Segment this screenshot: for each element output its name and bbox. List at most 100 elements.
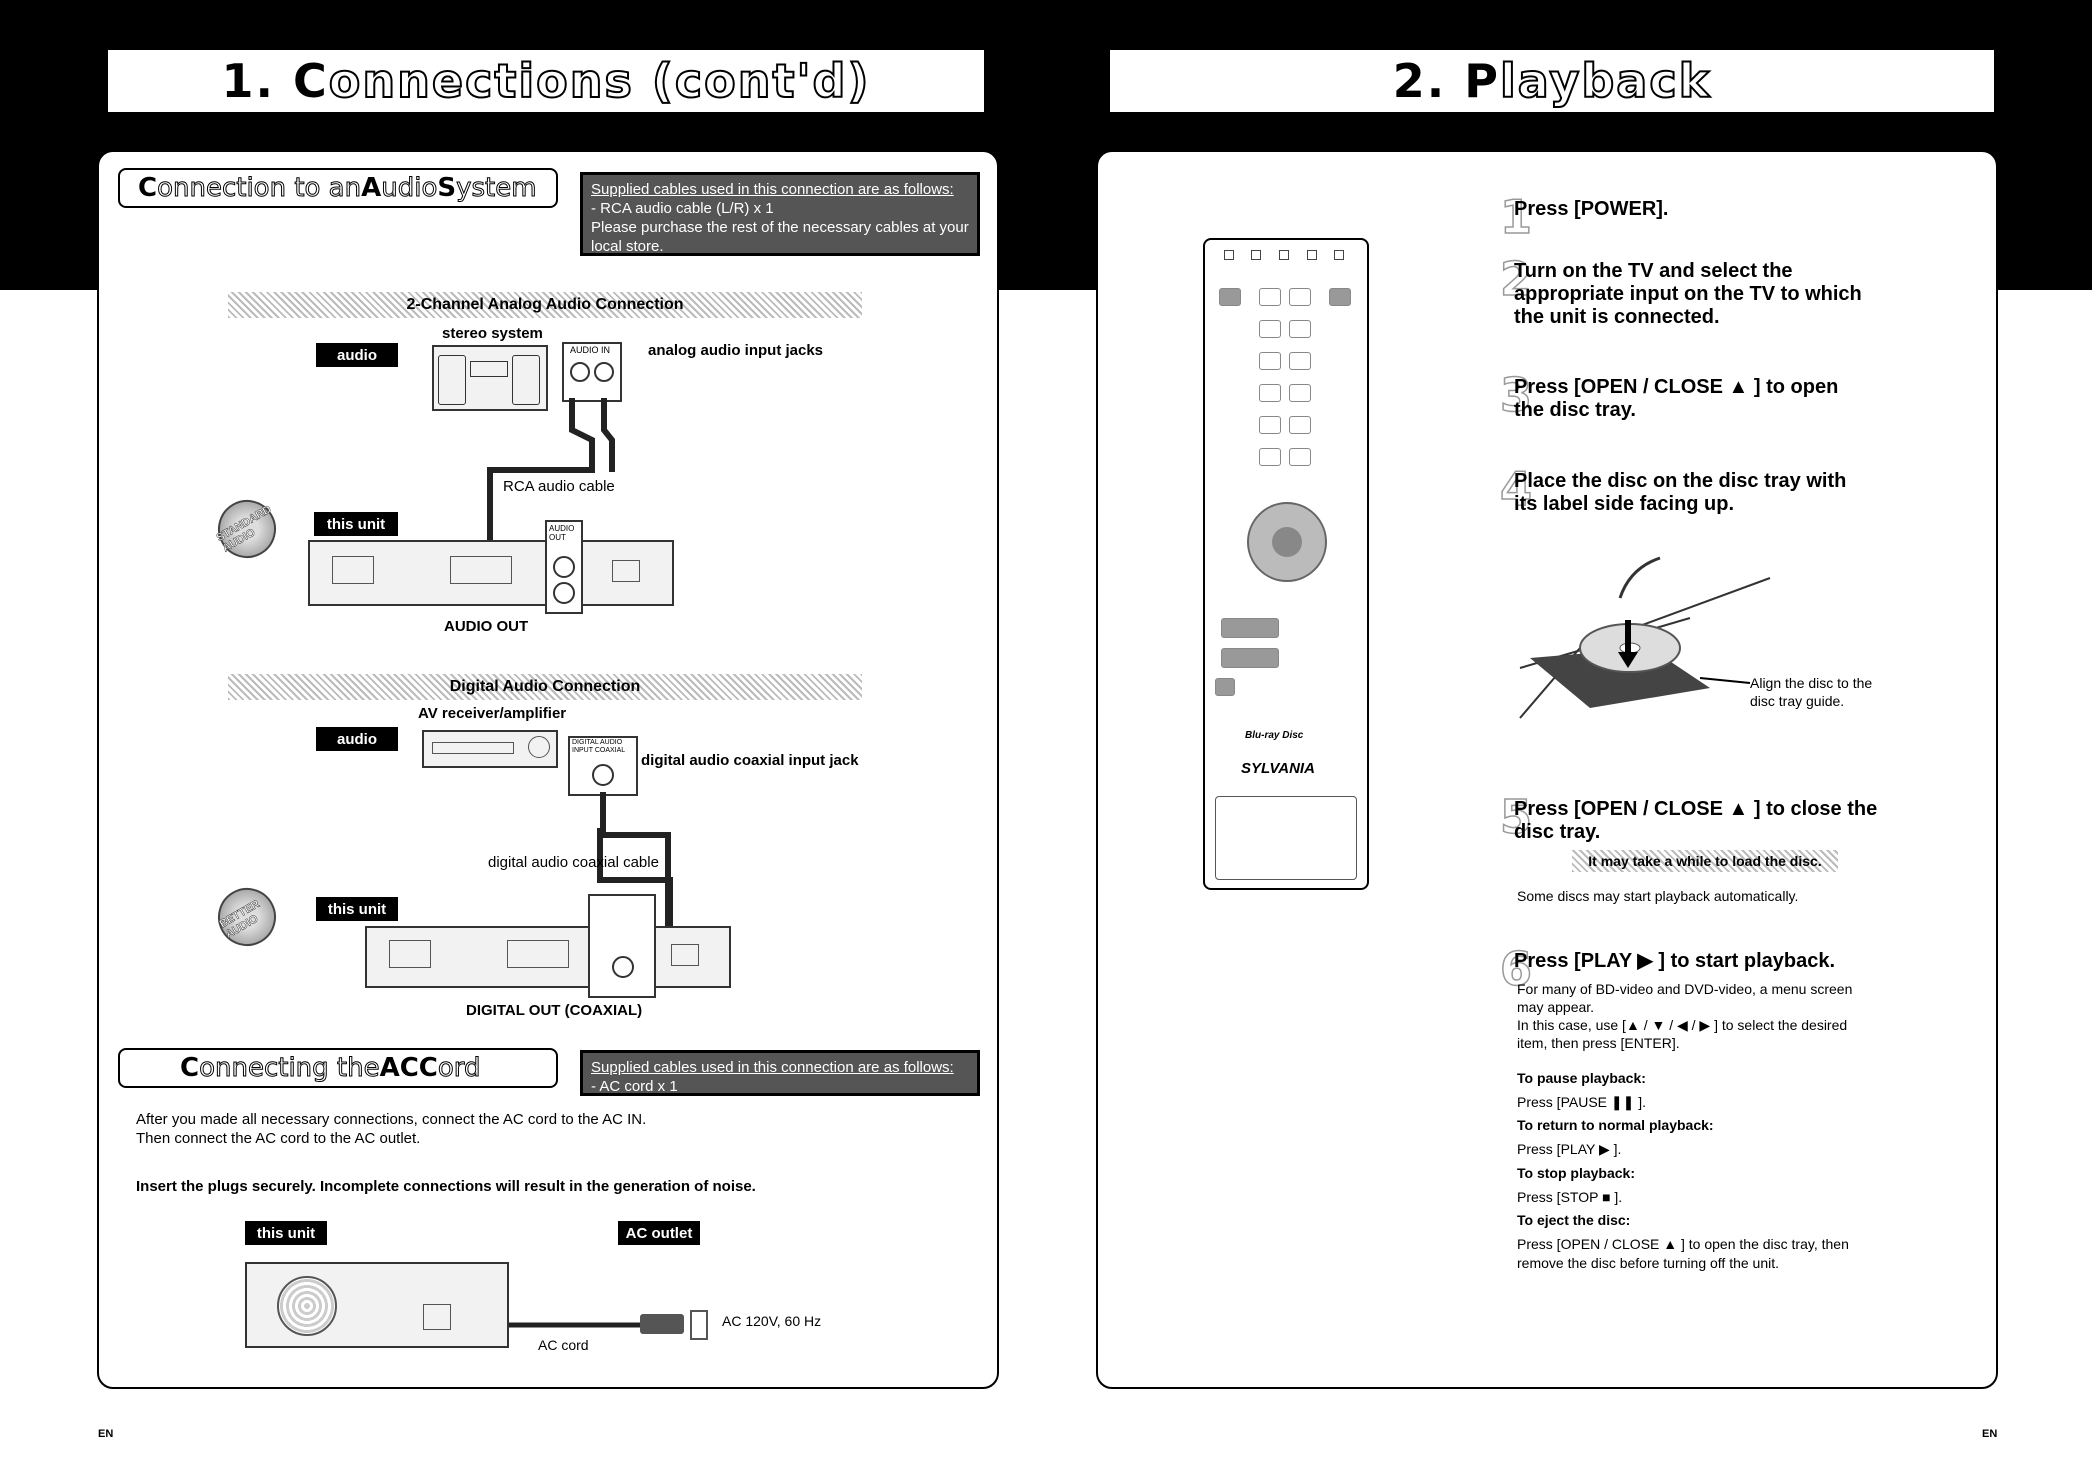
note-line: - RCA audio cable (L/R) x 1 [591,200,774,217]
ac-cord-label: AC cord [538,1337,589,1353]
step-3: 3 Press [OPEN / CLOSE ▲ ] to open the di… [1499,367,1980,426]
bar-text: 2-Channel Analog Audio Connection [406,296,684,313]
digital-connection-bar: Digital Audio Connection [228,674,862,700]
note-line: Supplied cables used in this connection … [591,181,954,198]
stereo-system-label: stereo system [442,325,543,342]
auto-note: Some discs may start playback automatica… [1517,888,1799,904]
remote-stop-button [1221,648,1279,668]
note-line: Please purchase the rest of the necessar… [591,219,969,236]
left-title-rest: onnections (cont'd) [328,53,871,109]
remote-button [1289,448,1311,466]
remote-button [1259,448,1281,466]
remote-play-button [1221,618,1279,638]
load-note-bar: It may take a while to load the disc. [1572,850,1838,872]
load-note-text: It may take a while to load the disc. [1588,853,1822,869]
analog-input-jacks-label: analog audio input jacks [648,342,824,359]
digital-input-jack-label: digital audio coaxial input jack [641,752,859,769]
step-line: Place the disc on the disc tray with [1514,470,1847,492]
tip-text: Press [PLAY ▶ ]. [1517,1141,1622,1158]
ac-warning: Insert the plugs securely. Incomplete co… [136,1178,756,1195]
remote-button [1259,288,1281,306]
step-4: 4 Place the disc on the disc tray with i… [1499,461,1980,520]
step-line: the unit is connected. [1514,306,1720,328]
menu-line: For many of BD-video and DVD-video, a me… [1517,981,1853,997]
tip-title: To return to normal playback: [1517,1117,1714,1134]
menu-note: For many of BD-video and DVD-video, a me… [1517,980,1852,1052]
av-receiver-label: AV receiver/amplifier [418,705,567,722]
align-note: Align the disc to the disc tray guide. [1750,674,1872,710]
ac-instructions: After you made all necessary connections… [136,1110,646,1148]
right-title-rest: layback [1499,53,1712,109]
audio-tag-digital: audio [316,727,398,751]
step-line: Press [POWER]. [1514,198,1669,220]
unit-rear-analog [308,540,674,606]
tip-text: Press [STOP ■ ]. [1517,1188,1623,1205]
step-6: 6 Press [PLAY ▶ ] to start playback. [1499,941,1980,997]
step-number: 1 [1499,189,1533,245]
unit-rear-digital [365,926,731,988]
heading-part: ord [437,1053,481,1084]
remote-button [1259,384,1281,402]
badge-text: BETTER AUDIO [217,898,262,941]
coax-in-label: DIGITAL AUDIO INPUT COAXIAL [572,739,626,754]
remote-bluray-logo: Blu-ray Disc [1245,730,1304,741]
digital-out-label: DIGITAL OUT (COAXIAL) [466,1002,643,1019]
heading-cap: AC [379,1053,419,1083]
audio-in-label: AUDIO IN [570,345,611,355]
step-text: Press [POWER]. [1514,198,1668,221]
step-line: Press [OPEN / CLOSE ▲ ] to close the [1514,798,1878,820]
align-line: Align the disc to the [1750,675,1873,691]
remote-button [1259,352,1281,370]
disc-tray-illustration [1519,556,1771,719]
this-unit-tag-digital: this unit [316,897,398,921]
remote-led [1278,250,1289,260]
ac-plug-icon [640,1314,684,1334]
step-line: its label side facing up. [1514,493,1735,515]
right-footer: EN [1982,1428,1998,1440]
step-line: appropriate input on the TV to which [1514,283,1862,305]
audio-in-jack-panel: AUDIO IN [562,342,622,402]
heading-cap: C [418,1053,438,1083]
analog-connection-bar: 2-Channel Analog Audio Connection [228,292,862,318]
heading-cap: A [361,173,382,203]
remote-button [1289,416,1311,434]
heading-part: onnecting the [199,1053,380,1084]
align-line: disc tray guide. [1750,693,1845,709]
left-title-main: 1. C [221,54,329,108]
tip-text: Press [OPEN / CLOSE ▲ ] to open the disc… [1517,1235,1849,1252]
step-2: 2 Turn on the TV and select the appropri… [1499,251,1980,330]
tip-text: remove the disc before turning off the u… [1517,1254,1780,1271]
step-number: 6 [1499,941,1533,997]
tip-title: To eject the disc: [1517,1212,1631,1229]
step-text: Press [OPEN / CLOSE ▲ ] to close the dis… [1514,798,1877,844]
remote-enter-button [1272,527,1302,557]
remote-power-button [1219,288,1241,306]
remote-button [1289,288,1311,306]
remote-open-close-button [1329,288,1351,306]
playback-tips: To pause playback: Press [PAUSE ❚❚ ]. To… [1517,1067,1849,1275]
bar-text: Digital Audio Connection [449,678,641,695]
tip-title: To pause playback: [1517,1070,1646,1086]
remote-pause-button [1215,678,1235,696]
this-unit-tag-ac: this unit [245,1221,327,1245]
step-line: disc tray. [1514,821,1601,843]
step-line: Press [OPEN / CLOSE ▲ ] to open [1514,376,1839,398]
note-line: - AC cord x 1 [591,1078,678,1095]
remote-button [1259,416,1281,434]
audio-out-label: AUDIO OUT [444,618,529,635]
step-number: 2 [1499,251,1533,307]
ac-para-1: After you made all necessary connections… [136,1111,647,1128]
audio-tag: audio [316,343,398,367]
menu-line: may appear. [1517,999,1595,1015]
note-line: local store. [591,238,664,255]
heading-cap: C [138,173,158,203]
coax-cable-label: digital audio coaxial cable [488,854,659,871]
heading-part: ystem [456,173,537,204]
ac-para-2: Then connect the AC cord to the AC outle… [136,1130,421,1147]
step-1: 1 Press [POWER]. [1499,189,1980,245]
heading-cap: S [437,173,457,203]
remote-button [1289,320,1311,338]
